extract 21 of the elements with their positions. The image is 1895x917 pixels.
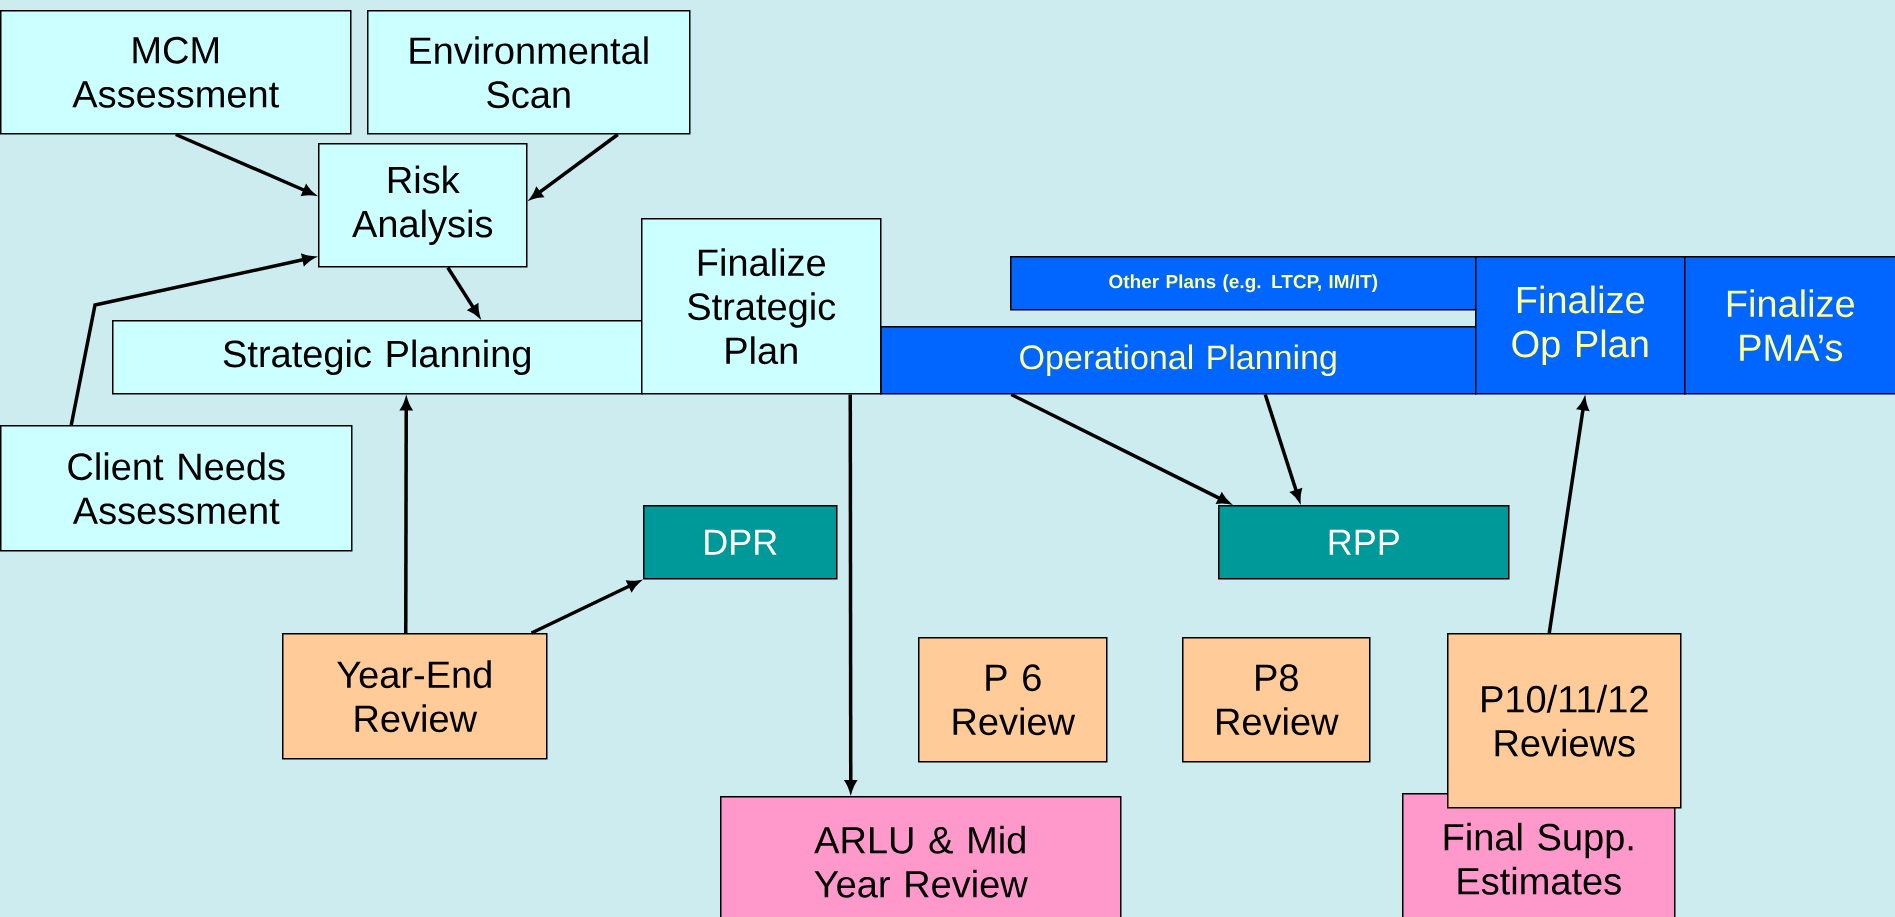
review-box: P10/11/12 Reviews	[1447, 633, 1682, 809]
process-box: Client Needs Assessment	[0, 425, 353, 552]
process-band: Other Plans (e.g. LTCP, IM/IT)	[1010, 256, 1477, 311]
process-box: Finalize Strategic Plan	[641, 218, 882, 395]
process-box: RPP	[1218, 505, 1510, 580]
arrow	[530, 133, 619, 200]
process-box: Finalize PMA’s	[1684, 256, 1895, 395]
process-box: Environmental Scan	[367, 10, 691, 135]
arrow	[446, 266, 480, 317]
arrow	[175, 132, 315, 196]
review-box: P8 Review	[1182, 637, 1371, 763]
process-band: Operational Planning	[880, 326, 1477, 395]
process-box: MCM Assessment	[0, 10, 352, 135]
process-box: DPR	[643, 505, 838, 580]
process-box: Finalize Op Plan	[1475, 256, 1686, 395]
process-box: Risk Analysis	[318, 143, 528, 268]
review-box: Year-End Review	[282, 633, 548, 760]
milestone-box: ARLU & Mid Year Review	[720, 796, 1122, 917]
review-box: P 6 Review	[918, 637, 1108, 763]
arrow	[530, 580, 640, 635]
arrow	[1010, 392, 1230, 505]
